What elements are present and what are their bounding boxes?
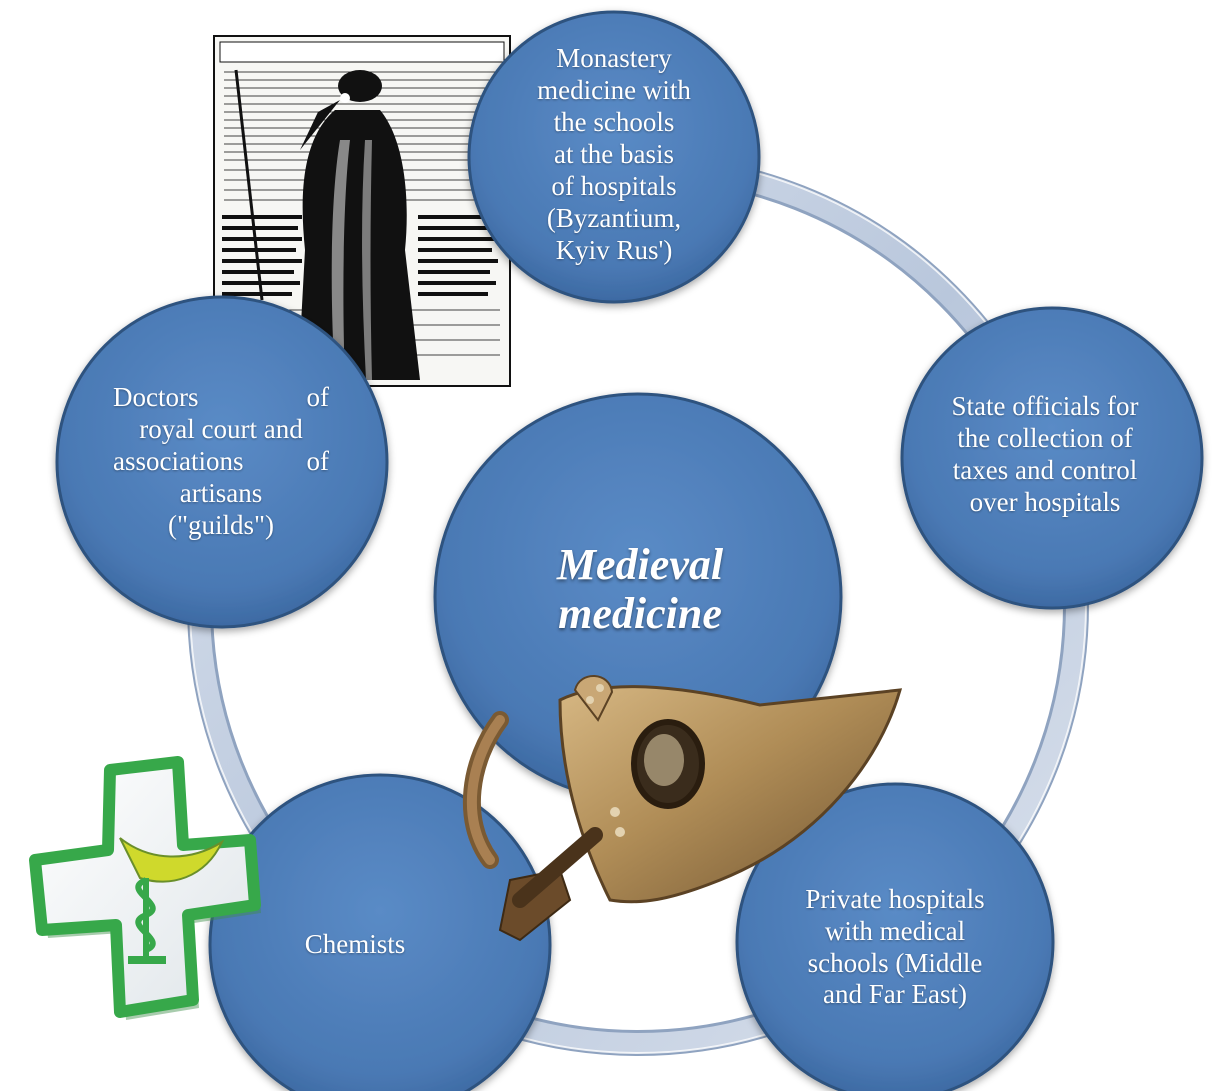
node-bottom-left-line: Chemists	[304, 929, 406, 960]
node-bottom-left-label: Chemists	[270, 900, 440, 990]
node-left-line: artisans	[179, 477, 263, 508]
node-top-line: (Byzantium,	[546, 202, 682, 233]
node-left-line: associations of	[113, 446, 329, 477]
node-bottom-left-circle	[208, 773, 552, 1091]
node-right-line: State officials for	[951, 391, 1139, 422]
node-bottom-right-line: and Far East)	[823, 979, 967, 1010]
node-right-label: State officials for the collection of ta…	[925, 385, 1165, 525]
node-left-circle	[55, 295, 389, 629]
node-top-line: Kyiv Rus')	[555, 234, 673, 265]
node-top-line: medicine with	[537, 75, 691, 106]
node-bottom-right-circle	[735, 782, 1055, 1091]
node-bottom-right-line: Private hospitals	[805, 883, 985, 914]
node-top-circle	[467, 10, 761, 304]
center-title-line-2: medicine	[558, 589, 722, 639]
node-left-label: Doctors of royal court and associations …	[105, 372, 337, 552]
node-left-line: royal court and	[139, 414, 303, 445]
plague-mask-image	[462, 675, 903, 942]
node-right-circle	[900, 306, 1204, 610]
node-top-label: Monastery medicine with the schools at t…	[500, 40, 728, 270]
node-left-line: ("guilds")	[167, 509, 275, 540]
node-top-line: at the basis	[554, 139, 674, 170]
node-bottom-right-line: schools (Middle	[807, 947, 983, 978]
node-top-line: the schools	[553, 107, 675, 138]
node-bottom-right-label: Private hospitals with medical schools (…	[770, 875, 1020, 1020]
node-top-line: Monastery	[556, 43, 672, 74]
center-title: Medieval medicine	[450, 540, 830, 640]
node-left-line: Doctors of	[113, 382, 329, 413]
node-top-line: of hospitals	[551, 170, 677, 201]
node-bottom-right-line: with medical	[824, 915, 966, 946]
center-title-line-1: Medieval	[556, 540, 724, 589]
node-right-line: the collection of	[957, 423, 1133, 454]
node-right-line: over hospitals	[969, 486, 1121, 517]
plague-doctor-engraving	[213, 35, 511, 387]
node-right-line: taxes and control	[952, 455, 1138, 485]
pharmacy-cross-icon	[29, 756, 261, 1020]
